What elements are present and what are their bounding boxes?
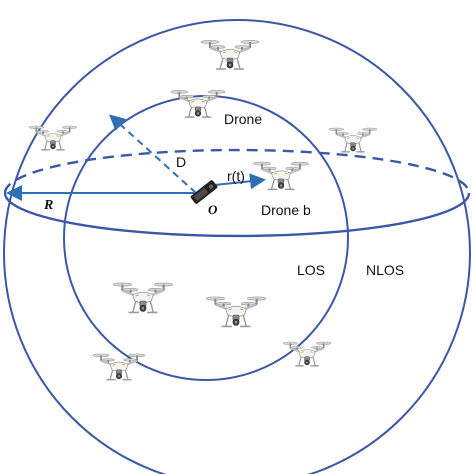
distance-d-arrow: [109, 114, 197, 194]
inner-circle: [63, 95, 349, 381]
drone-icon-lower-left: [112, 281, 174, 314]
r-label: R: [43, 198, 53, 213]
drone-icon-labeled: [170, 89, 226, 119]
drone-icon-top: [200, 39, 260, 71]
drone-icon-left: [28, 125, 78, 151]
drone-b-icon: [252, 161, 310, 191]
drone-icon-lower-center: [205, 295, 267, 328]
drone-icon-right: [328, 127, 378, 153]
equator-front-solid: [3, 192, 471, 238]
d-label: D: [176, 154, 186, 170]
origin-label: O: [208, 202, 218, 217]
user-device-icon: [190, 180, 218, 204]
los-label: LOS: [297, 262, 325, 278]
drone-label: Drone: [224, 111, 262, 127]
drone-icon-bottom-left: [92, 352, 146, 381]
rt-label: r(t): [227, 168, 245, 184]
equator-back-dashed: [3, 148, 471, 194]
drone-icon-bottom-right: [282, 341, 332, 367]
drone-b-label: Drone b: [261, 202, 311, 218]
outer-circle: [3, 19, 471, 474]
nlos-label: NLOS: [366, 262, 404, 278]
